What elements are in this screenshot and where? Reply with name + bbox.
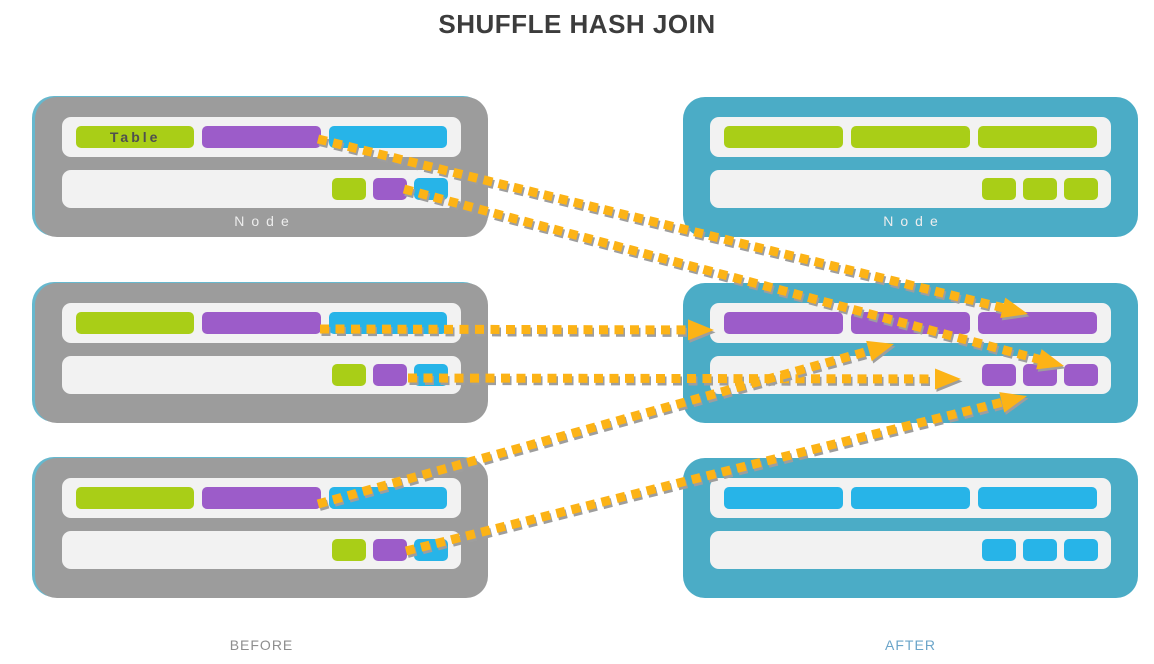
partition-segments: [62, 478, 461, 518]
partition-bar: [62, 303, 461, 343]
partition-segments: Table: [62, 117, 461, 157]
before-column-label: BEFORE: [229, 637, 294, 653]
partition-segment-purple: [851, 312, 970, 334]
partition-segment-blue: [978, 487, 1097, 509]
chunk-bar: [710, 531, 1111, 569]
partition-segment-green: [76, 487, 195, 509]
chunk-bar: [710, 170, 1111, 208]
chunk-blue: [414, 539, 448, 561]
after-column-label: AFTER: [885, 637, 936, 653]
chunk-purple: [1023, 364, 1057, 386]
partition-segments: [710, 303, 1111, 343]
partition-segment-green: [851, 126, 970, 148]
before-node-2: [35, 283, 488, 423]
chunk-green: [1023, 178, 1057, 200]
chunk-blue: [982, 539, 1016, 561]
chunk-purple: [373, 364, 407, 386]
partition-segment-purple: [202, 126, 321, 148]
node-label: [683, 399, 1138, 417]
partition-segment-purple: [202, 312, 321, 334]
partition-bar: Table: [62, 117, 461, 157]
partition-segment-blue: [724, 487, 843, 509]
chunk-purple: [982, 364, 1016, 386]
partition-bar: [710, 303, 1111, 343]
chunk-squares: [62, 531, 461, 569]
chunk-bar: [62, 356, 461, 394]
node-label: [35, 399, 488, 417]
partition-segment-green: Table: [76, 126, 195, 148]
after-node-3: [683, 458, 1138, 598]
partition-bar: [710, 117, 1111, 157]
chunk-purple: [373, 539, 407, 561]
partition-segment-green: [76, 312, 195, 334]
partition-segment-purple: [978, 312, 1097, 334]
chunk-squares: [710, 170, 1111, 208]
partition-segment-green: [724, 126, 843, 148]
partition-segments: [710, 478, 1111, 518]
after-node-1: Node: [683, 97, 1138, 237]
chunk-bar: [710, 356, 1111, 394]
partition-segment-blue: [851, 487, 970, 509]
chunk-green: [332, 178, 366, 200]
diagram-title: SHUFFLE HASH JOIN: [438, 9, 716, 39]
node-label: [35, 574, 488, 592]
chunk-purple: [373, 178, 407, 200]
chunk-blue: [1064, 539, 1098, 561]
node-label: [683, 574, 1138, 592]
after-node-2: [683, 283, 1138, 423]
node-label: Node: [883, 213, 945, 229]
chunk-green: [332, 539, 366, 561]
partition-segments: [710, 117, 1111, 157]
chunk-purple: [1064, 364, 1098, 386]
chunk-squares: [62, 170, 461, 208]
chunk-squares: [62, 356, 461, 394]
chunk-squares: [710, 531, 1111, 569]
before-node-3: [35, 458, 488, 598]
partition-segment-purple: [202, 487, 321, 509]
chunk-blue: [414, 364, 448, 386]
partition-bar: [710, 478, 1111, 518]
partition-segments: [62, 303, 461, 343]
partition-segment-blue: [328, 312, 447, 334]
partition-bar: [62, 478, 461, 518]
chunk-blue: [414, 178, 448, 200]
partition-segment-purple: [724, 312, 843, 334]
partition-segment-blue: [328, 487, 447, 509]
chunk-green: [1064, 178, 1098, 200]
node-label: Node: [234, 213, 296, 229]
partition-segment-green: [978, 126, 1097, 148]
chunk-green: [332, 364, 366, 386]
table-label: Table: [109, 129, 161, 145]
partition-segment-blue: [328, 126, 447, 148]
chunk-green: [982, 178, 1016, 200]
chunk-squares: [710, 356, 1111, 394]
chunk-bar: [62, 531, 461, 569]
chunk-bar: [62, 170, 461, 208]
chunk-blue: [1023, 539, 1057, 561]
before-node-1: Table Node: [35, 97, 488, 237]
